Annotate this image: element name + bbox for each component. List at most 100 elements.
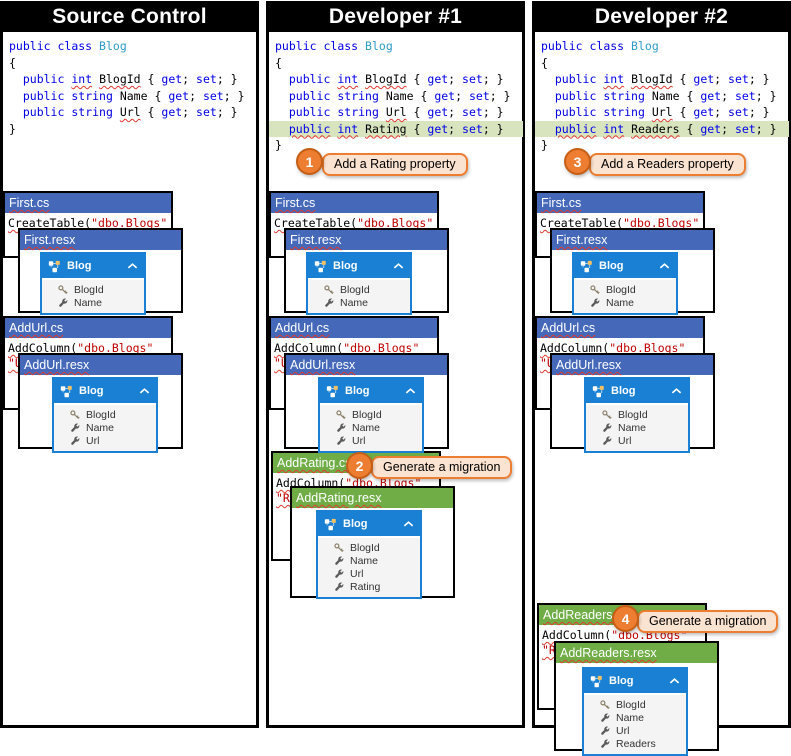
file-card-title: AddUrl.resx — [556, 358, 622, 372]
key-icon — [335, 409, 347, 421]
callout-label: Add a Readers property — [589, 153, 746, 176]
code-token: ; } — [489, 88, 511, 103]
callout-number-badge: 1 — [296, 148, 323, 175]
code-token: public — [22, 72, 65, 86]
code-token: CreateTable( — [8, 216, 92, 230]
column-title: Source Control — [52, 5, 207, 28]
code-token: get — [161, 105, 183, 119]
file-card-title: First.cs — [275, 196, 316, 210]
callout-text: Generate a migration — [649, 614, 767, 628]
file-card-title-bar: AddUrl.cs — [271, 318, 437, 338]
code-token: ; — [182, 105, 197, 119]
code-token: ; — [714, 105, 729, 119]
column-body: public class Blog{ public int BlogId { g… — [3, 32, 256, 453]
code-token: { — [541, 55, 548, 70]
entity-field-label: Name — [340, 296, 369, 309]
code-token: ; — [448, 105, 463, 119]
code-token: "dbo.Blogs" — [609, 341, 686, 355]
code-token: ; — [448, 121, 463, 136]
entity-field-row: Url — [601, 434, 688, 447]
code-token — [541, 105, 555, 119]
chevron-up-icon — [393, 262, 404, 270]
file-card-title-bar: AddRating.resx — [292, 488, 453, 508]
column-body: public class Blog{ public int BlogId { g… — [535, 32, 789, 756]
code-line: } — [9, 121, 251, 138]
key-icon — [589, 284, 601, 296]
class-code-block: public class Blog{ public int BlogId { g… — [535, 32, 789, 154]
entity-field-row: BlogId — [69, 408, 156, 421]
code-line: public string Url { get; set; } — [275, 104, 517, 121]
file-card-body: CreateTable("dbo.Blogs" — [271, 213, 437, 231]
code-token: } — [541, 138, 548, 152]
entity-icon — [60, 385, 73, 398]
code-token — [645, 105, 652, 119]
code-token — [113, 105, 120, 119]
class-code-block: public class Blog{ public int BlogId { g… — [269, 32, 523, 154]
wrench-icon — [323, 297, 335, 309]
code-line: public string Name { get; set; } — [275, 88, 517, 105]
code-token: "dbo.Blogs" — [623, 216, 700, 230]
code-token: string — [71, 105, 113, 119]
code-token — [379, 105, 386, 119]
code-token: Readers — [631, 121, 680, 136]
code-token: public — [554, 105, 597, 119]
code-token: "dbo.Blogs" — [77, 341, 154, 355]
code-line: public int BlogId { get; set; } — [541, 71, 783, 88]
code-token: int — [337, 121, 359, 136]
code-token: BlogId — [631, 72, 673, 86]
code-token: CreateTable( — [274, 216, 358, 230]
code-line: { — [541, 55, 783, 72]
wrench-icon — [601, 422, 613, 434]
code-token: set — [468, 88, 490, 103]
code-token: get — [427, 121, 449, 136]
file-card-title-bar: First.cs — [5, 193, 171, 213]
code-token: get — [434, 88, 456, 103]
code-line: AddColumn("dbo.Blogs" — [8, 341, 169, 356]
code-line: public class Blog — [275, 38, 517, 55]
code-token: string — [337, 105, 379, 119]
code-token — [379, 89, 386, 103]
file-card-title: First.resx — [24, 233, 76, 247]
file-card-body — [556, 663, 717, 666]
code-token: int — [603, 121, 625, 136]
file-card-body: CreateTable("dbo.Blogs" — [5, 213, 171, 231]
code-line: public string Url { get; set; } — [9, 104, 251, 121]
entity-field-row: BlogId — [599, 698, 686, 711]
entity-field-row: BlogId — [57, 283, 144, 296]
code-line: public string Name { get; set; } — [9, 88, 251, 105]
code-token: get — [427, 105, 449, 119]
code-token: ; — [714, 72, 729, 86]
code-token: Rating — [365, 121, 407, 136]
code-token — [275, 72, 289, 86]
code-token: ; } — [482, 121, 504, 136]
chevron-up-icon — [403, 520, 414, 528]
code-token — [624, 39, 631, 53]
code-line: AddColumn("dbo.Blogs" — [274, 341, 435, 356]
key-icon — [601, 409, 613, 421]
code-token: get — [693, 105, 715, 119]
code-token — [541, 72, 555, 86]
code-token — [541, 89, 555, 103]
entity-icon — [314, 260, 327, 273]
code-token: AddColumn( — [542, 628, 612, 642]
entity-icon — [326, 385, 339, 398]
code-token: { — [147, 88, 169, 103]
code-token: "dbo.Blogs" — [91, 216, 168, 230]
entity-icon — [592, 385, 605, 398]
entity-name: Blog — [609, 675, 634, 687]
code-line: public int Readers { get; set; } — [535, 120, 789, 137]
callout-text: Add a Readers property — [601, 157, 734, 171]
entity-name: Blog — [611, 385, 636, 397]
code-line: AddColumn("dbo.Blogs" — [540, 341, 701, 356]
code-token: ; — [182, 72, 197, 86]
file-card-title-bar: First.resx — [286, 230, 447, 250]
code-token: { — [679, 88, 701, 103]
file-card-title: AddUrl.resx — [24, 358, 90, 372]
